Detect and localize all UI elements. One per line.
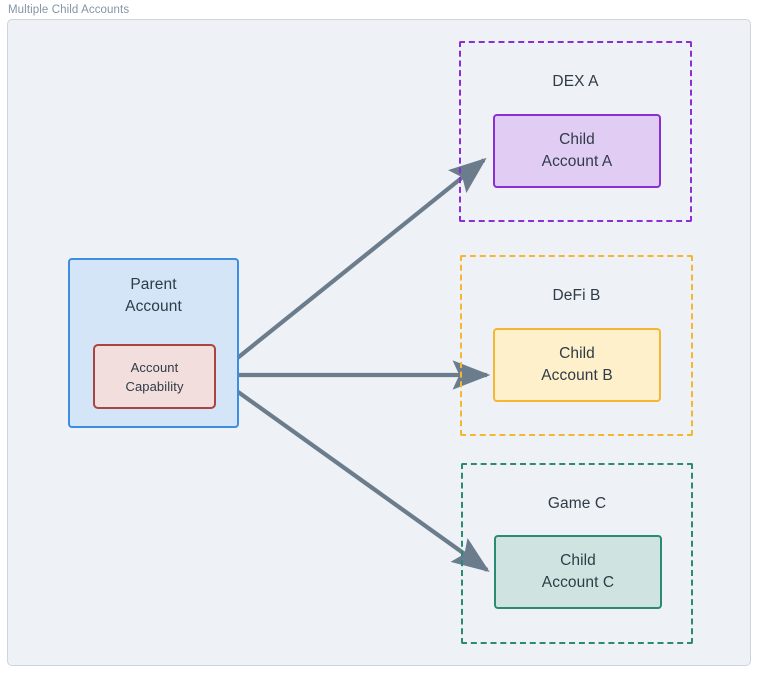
account-capability-line2: Capability bbox=[125, 378, 184, 394]
group-title-game-c: Game C bbox=[547, 495, 607, 512]
child-account-c-node[interactable]: Child Account C bbox=[494, 535, 662, 609]
child-account-b-node[interactable]: Child Account B bbox=[493, 328, 661, 402]
child-account-a-node[interactable]: Child Account A bbox=[493, 114, 661, 188]
child-account-b-line2: Account B bbox=[541, 367, 613, 384]
account-capability-node[interactable]: Account Capability bbox=[93, 344, 216, 409]
parent-account-title-line2: Account bbox=[125, 298, 182, 315]
group-title-defi-b: DeFi B bbox=[552, 287, 601, 304]
group-title-dex-a: DEX A bbox=[552, 73, 599, 90]
group-container-game-c[interactable]: Game C bbox=[461, 463, 693, 644]
child-account-a-line1: Child bbox=[559, 131, 595, 148]
child-account-a-line2: Account A bbox=[541, 153, 613, 170]
group-container-dex-a[interactable]: DEX A bbox=[459, 41, 692, 222]
child-account-c-line1: Child bbox=[560, 552, 596, 569]
group-container-defi-b[interactable]: DeFi B bbox=[460, 255, 693, 436]
parent-account-title-line1: Parent bbox=[130, 276, 177, 293]
diagram-caption: Multiple Child Accounts bbox=[8, 4, 130, 16]
child-account-c-line2: Account C bbox=[541, 574, 615, 591]
account-capability-line1: Account bbox=[130, 359, 179, 375]
child-account-b-line1: Child bbox=[559, 345, 595, 362]
